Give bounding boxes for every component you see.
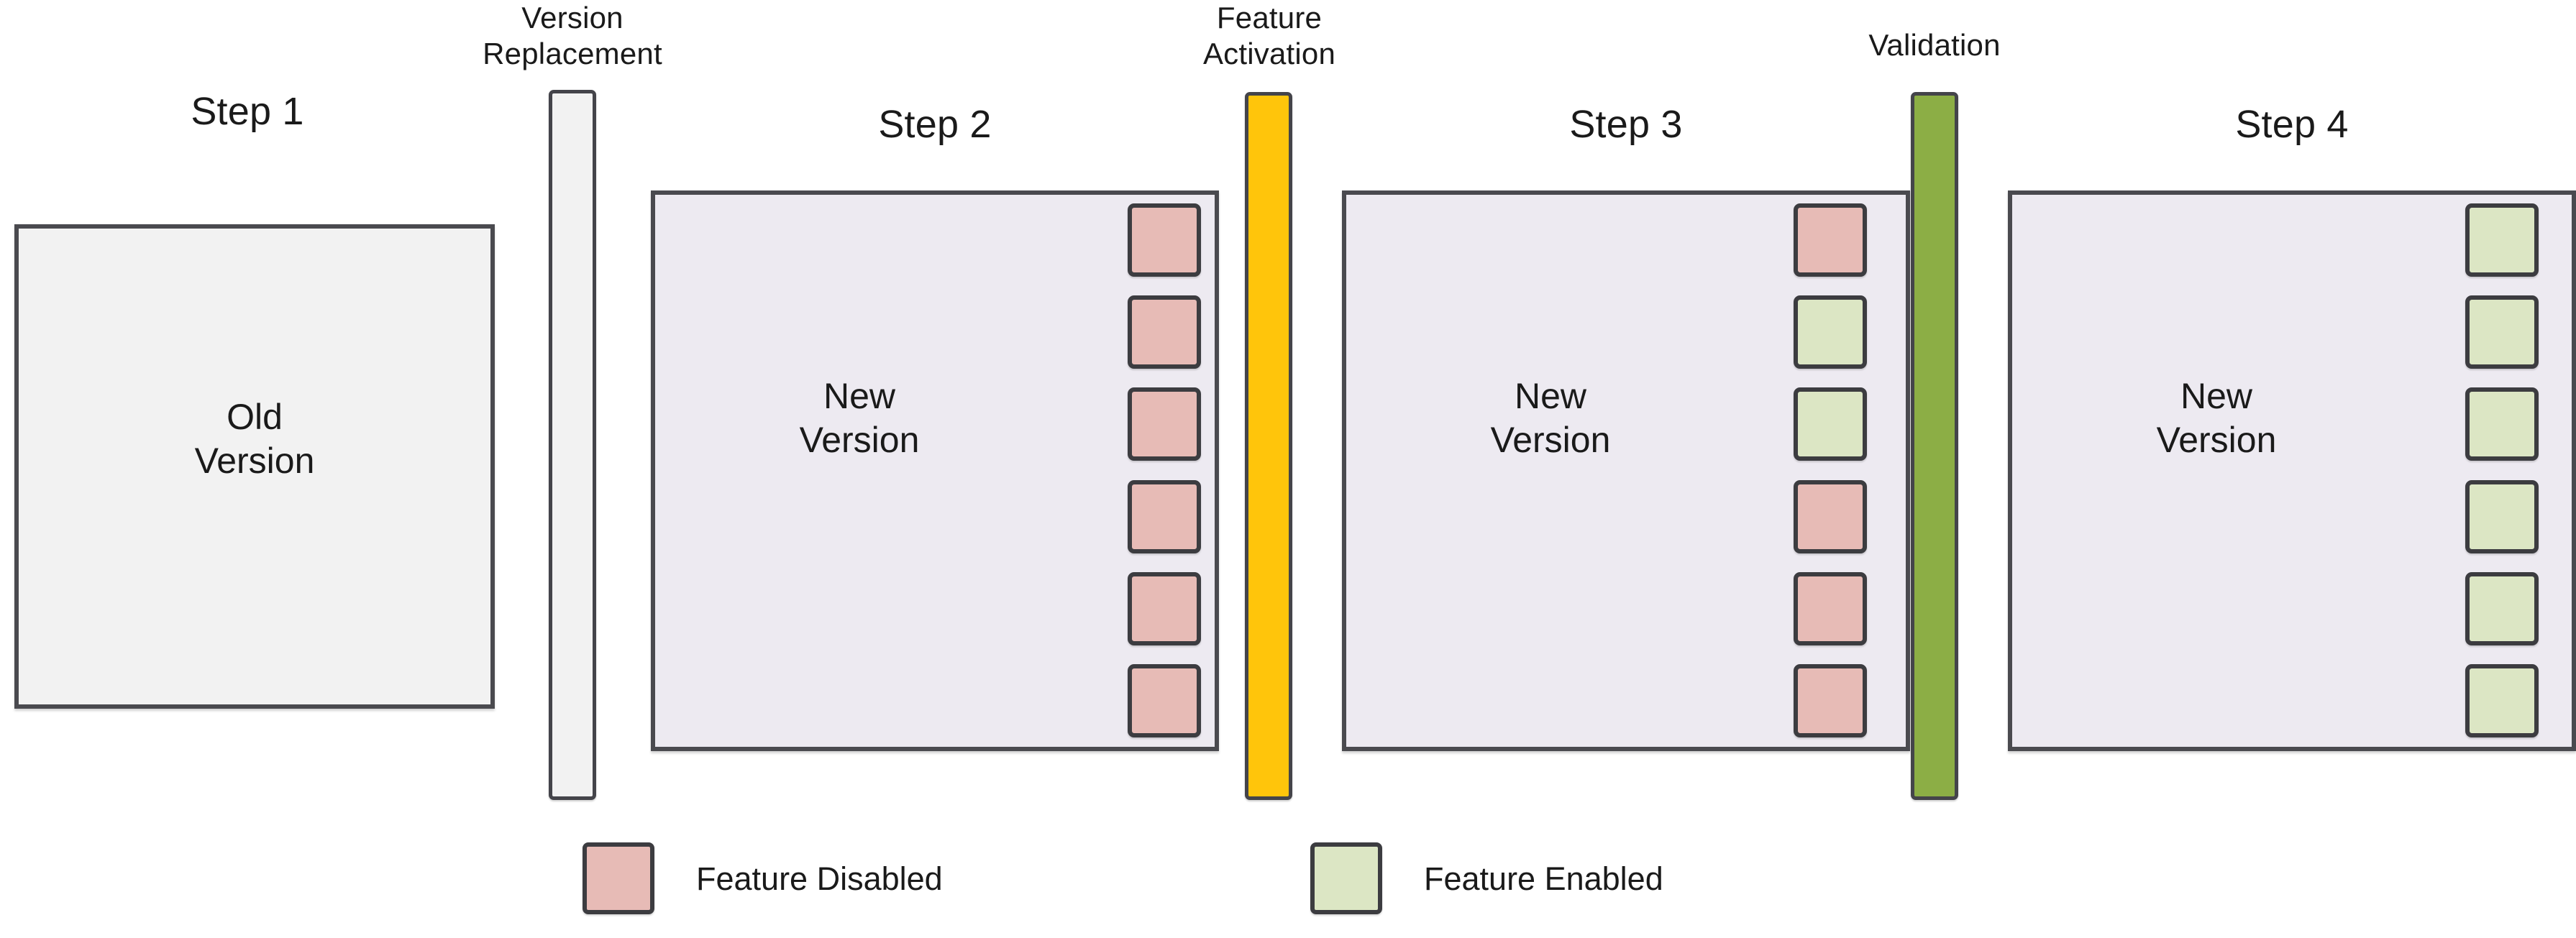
legend-swatch-disabled <box>583 842 654 914</box>
connector-feature-activation-label: Feature Activation <box>1202 1 1336 70</box>
step-1-box: Old Version <box>14 224 495 709</box>
step-2-feature-column <box>1128 203 1201 737</box>
step-3-feature-column <box>1794 203 1867 737</box>
feature-square <box>1128 203 1201 277</box>
feature-square <box>1128 479 1201 553</box>
legend-swatch-enabled <box>1310 842 1382 914</box>
connector-validation-label: Validation <box>1868 28 2001 62</box>
feature-square <box>1128 387 1201 461</box>
step-4-box-label: New Version <box>2156 376 2277 460</box>
step-4-feature-column <box>2465 203 2539 737</box>
feature-square <box>2465 203 2539 277</box>
step-3-box: New Version <box>1342 190 1910 751</box>
step-4-title: Step 4 <box>2235 103 2349 146</box>
legend-item-feature-disabled: Feature Disabled <box>583 842 943 914</box>
step-3-title: Step 3 <box>1569 103 1683 146</box>
feature-square <box>1794 663 1867 737</box>
feature-square <box>2465 663 2539 737</box>
connector-feature-activation-bar <box>1245 92 1292 800</box>
feature-square <box>1794 295 1867 369</box>
feature-square <box>1794 479 1867 553</box>
feature-square <box>1128 295 1201 369</box>
feature-square <box>1128 663 1201 737</box>
feature-square <box>2465 387 2539 461</box>
feature-square <box>1128 571 1201 645</box>
legend-item-feature-enabled: Feature Enabled <box>1310 842 1663 914</box>
step-2-box-label: New Version <box>799 376 920 460</box>
step-4-box: New Version <box>2008 190 2576 751</box>
feature-square <box>1794 203 1867 277</box>
legend-label-enabled: Feature Enabled <box>1424 860 1663 897</box>
feature-square <box>1794 387 1867 461</box>
step-2-box: New Version <box>651 190 1219 751</box>
step-3-box-label: New Version <box>1490 376 1611 460</box>
step-1-box-label: Old Version <box>194 397 315 481</box>
feature-square <box>1794 571 1867 645</box>
connector-version-replacement-label: Version Replacement <box>483 1 662 70</box>
legend-label-disabled: Feature Disabled <box>696 860 943 897</box>
feature-square <box>2465 295 2539 369</box>
connector-version-replacement-bar <box>549 90 596 800</box>
connector-validation-bar <box>1911 92 1958 800</box>
step-1-title: Step 1 <box>191 90 304 133</box>
feature-square <box>2465 571 2539 645</box>
step-2-title: Step 2 <box>878 103 992 146</box>
feature-square <box>2465 479 2539 553</box>
